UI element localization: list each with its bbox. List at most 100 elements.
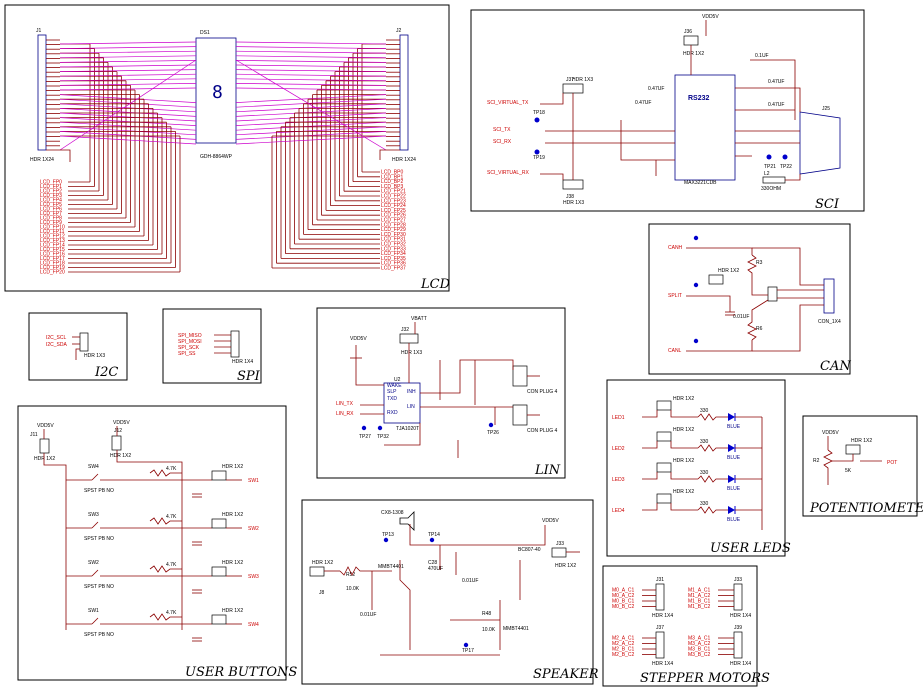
button-net-label: SW4 [248, 622, 259, 628]
lcd-right-net-label: LCD_FP36 [381, 261, 406, 267]
button-res-value: 4.7K [166, 562, 177, 568]
lcd-right-net-label: LCD_FP26 [381, 213, 406, 219]
sci-testpoint-b [534, 149, 540, 155]
sci-j36-part: HDR 1X2 [683, 51, 704, 57]
speaker-j-in-part: HDR 1X2 [312, 560, 333, 566]
sci-testpoint-a [534, 117, 540, 123]
lcd-right-net-label: LCD_FP21 [381, 189, 406, 195]
lcd-left-net-label: LCD_FP11 [40, 229, 65, 235]
i2c-net-1: I2C_SDA [46, 342, 68, 348]
button-header-icon [211, 470, 227, 481]
lcd-left-net-label: LCD_FP16 [40, 252, 65, 258]
spi-net-2: SPI_SCK [178, 345, 200, 351]
button-header-icon [211, 566, 227, 577]
led-net-label: LED1 [612, 415, 625, 421]
i2c-block: I2C I2C_SCL I2C_SDA HDR 1X3 [28, 312, 128, 381]
db9-connector-icon [799, 111, 841, 175]
lcd-right-net-label: LCD_BP0 [381, 170, 403, 176]
led-res-value: 330 [700, 439, 709, 445]
speaker-tp-c: TP17 [462, 648, 474, 654]
speaker-c1: C28 [428, 560, 437, 566]
stepper-ref: J31 [656, 577, 664, 583]
sci-cap-4: 0.47UF [768, 102, 784, 108]
button-switch-icon [91, 569, 99, 577]
i2c-j-part: HDR 1X3 [84, 353, 105, 359]
led-jumper-icon [656, 493, 672, 504]
lin-jumper: J32 [401, 327, 409, 333]
led-jumper-part: HDR 1X2 [673, 427, 694, 433]
stepper-connector-icon [733, 583, 743, 611]
stepper-net-label: M2_A_C2 [612, 641, 634, 647]
button-part: SPST PB NO [84, 584, 114, 590]
pot-title: POTENTIOMETER [809, 501, 923, 516]
lin-testpoint-a [361, 425, 367, 431]
lcd-j2-ref: J2 [396, 28, 402, 34]
lcd-right-net-label: LCD_FP23 [381, 198, 406, 204]
sci-block: SCI VDD5V J36 HDR 1X2 J37 HDR 1X3 J38 HD… [470, 9, 865, 212]
lin-pin-0: TXD [387, 396, 397, 402]
lcd-left-net-label: LCD_FP0 [40, 180, 62, 186]
stepper-part: HDR 1X4 [730, 661, 751, 667]
speaker-c2: 0.01UF [462, 578, 478, 584]
lcd-left-net-label: LCD_FP14 [40, 243, 65, 249]
spi-title: SPI [237, 369, 261, 384]
lin-u-ref: U2 [394, 377, 401, 383]
sci-wiring [540, 20, 801, 181]
buttons-j12: J12 [114, 428, 122, 434]
stepper-part: HDR 1X4 [652, 661, 673, 667]
user-buttons-block: USER BUTTONS VDD5V VDD5V J11 HDR 1X2 J12… [17, 405, 297, 681]
sci-u1-part: MAX3221CDB [684, 180, 717, 186]
can-net-1: SPLIT [668, 293, 682, 299]
sci-tp-d: TP22 [780, 164, 792, 170]
pot-j-part: HDR 1X2 [851, 438, 872, 444]
stepper-net-label: M1_A_C1 [688, 588, 710, 594]
lcd-left-net-label: LCD_FP15 [40, 247, 65, 253]
lcd-right-net-label: LCD_FP32 [381, 242, 406, 248]
speaker-q1: MMBT4401 [378, 564, 404, 570]
speaker-tp-a: TP13 [382, 532, 394, 538]
led-jumper-part: HDR 1X2 [673, 489, 694, 495]
stepper-connector-icon [733, 631, 743, 659]
sci-net-2: SCI_RX [493, 139, 512, 145]
lin-tp-b: TP32 [377, 434, 389, 440]
buttons-j11: J11 [30, 432, 38, 438]
can-testpoint-a [693, 235, 699, 241]
button-resistor-icon [149, 565, 182, 573]
button-part: SPST PB NO [84, 488, 114, 494]
lin-pin-2: INH [407, 389, 416, 395]
sci-tp-b: TP19 [533, 155, 545, 161]
spi-block: SPI SPI_MISO SPI_MOSI SPI_SCK SPI_SS HDR… [162, 308, 262, 384]
ferrite-icon [762, 176, 786, 184]
led-jumper-part: HDR 1X2 [673, 396, 694, 402]
lcd-right-net-label: LCD_FP29 [381, 227, 406, 233]
lin-conn-a: CON PLUG 4 [527, 389, 558, 395]
button-ref: SW4 [88, 464, 99, 470]
speaker-c1-val: 470UF [428, 566, 443, 572]
speaker-testpoint-b [429, 537, 435, 543]
stepper-net-label: M3_B_C1 [688, 647, 710, 653]
led-net-label: LED2 [612, 446, 625, 452]
button-ref: SW3 [88, 512, 99, 518]
speaker-testpoint-a [383, 537, 389, 543]
sci-vdd-label: VDD5V [702, 14, 719, 20]
speaker-ref: CX8-1308 [381, 510, 404, 516]
led-diode-icon [728, 444, 735, 452]
speaker-c3: 0.01UF [360, 612, 376, 618]
speaker-testpoint-c [463, 642, 469, 648]
lcd-left-net-label: LCD_FP2 [40, 189, 62, 195]
stepper-part: HDR 1X4 [652, 613, 673, 619]
button-header-part: HDR 1X2 [222, 512, 243, 518]
stepper-net-label: M1_B_C1 [688, 599, 710, 605]
lcd-right-net-label: LCD_FP25 [381, 208, 406, 214]
lin-tp-a: TP27 [359, 434, 371, 440]
lin-vbatt: VBATT [411, 316, 427, 322]
lin-tp-c: TP26 [487, 430, 499, 436]
lcd-left-net-label: LCD_FP17 [40, 256, 65, 262]
stepper-connector-icon [655, 583, 665, 611]
lin-net-0: LIN_TX [336, 401, 354, 407]
sci-l-part: 330OHM [761, 186, 781, 192]
sci-net-3: SCI_VIRTUAL_RX [487, 170, 530, 176]
sci-net-1: SCI_TX [493, 127, 511, 133]
lcd-left-net-label: LCD_FP13 [40, 238, 65, 244]
